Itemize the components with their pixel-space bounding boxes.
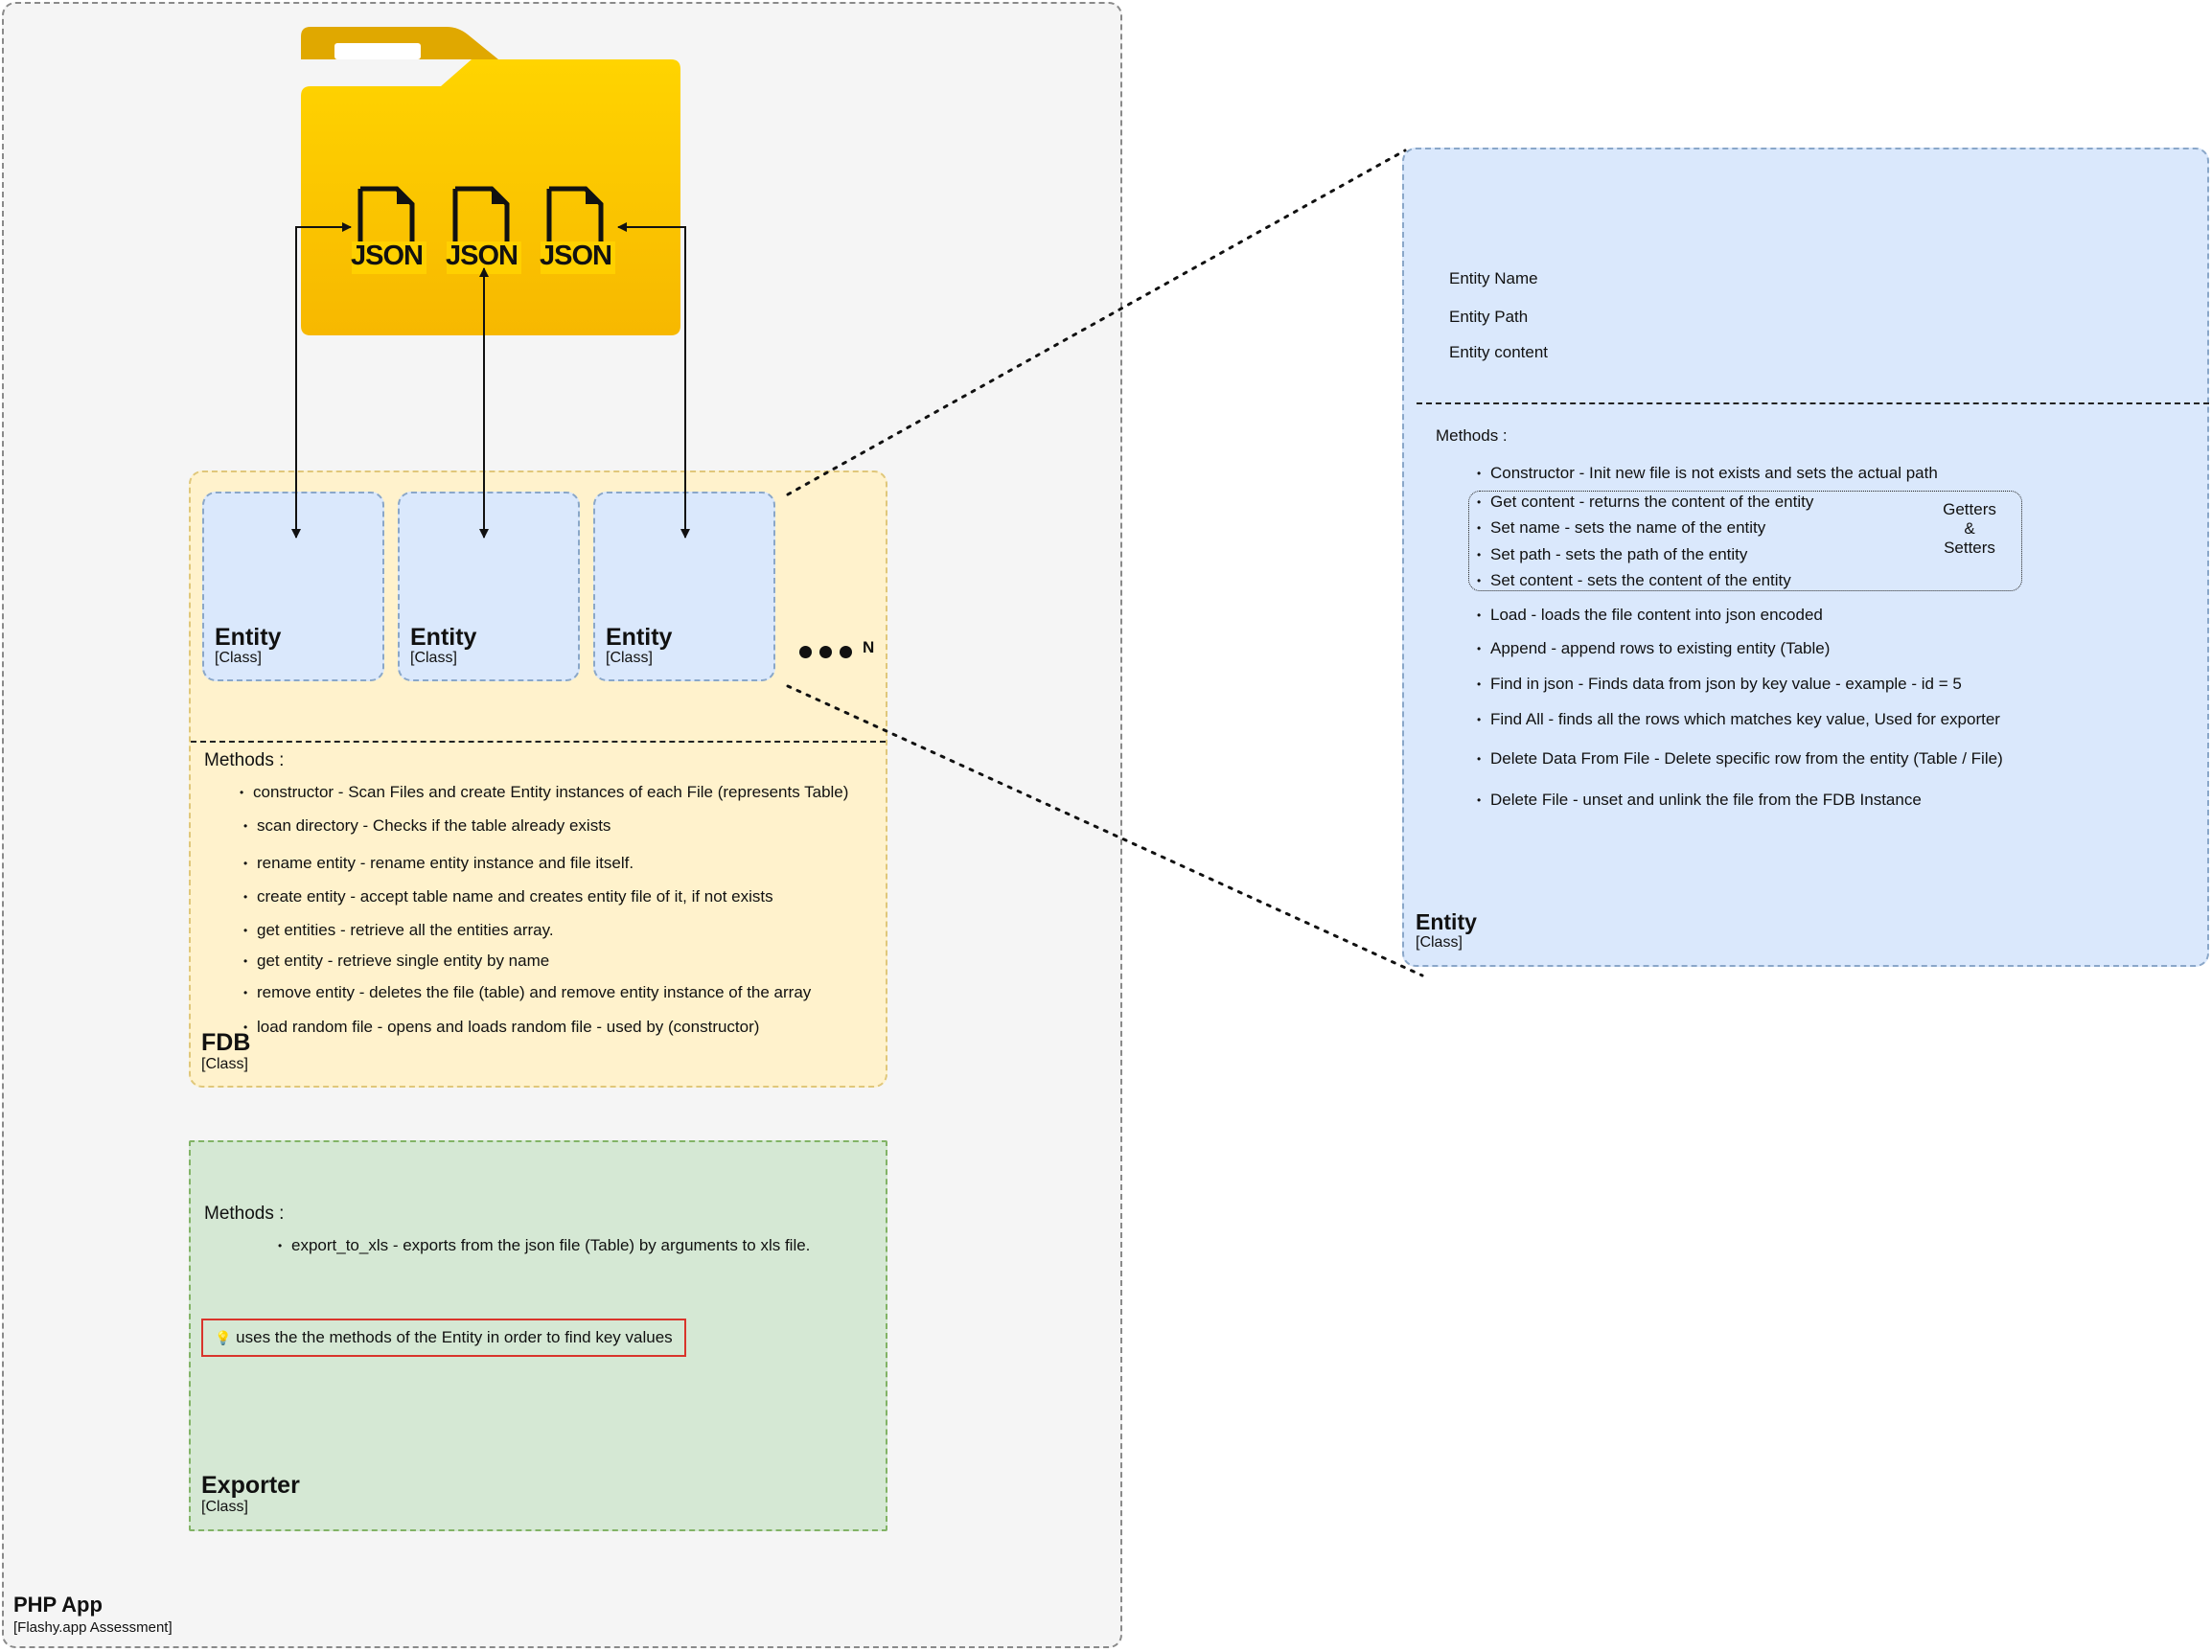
exporter-subtitle: [Class] <box>201 1499 248 1515</box>
entity-method-item: Find All - finds all the rows which matc… <box>1477 709 2000 730</box>
entity-method-item: Find in json - Finds data from json by k… <box>1477 674 1962 695</box>
more-entities-count: N <box>863 638 875 656</box>
fdb-method-item: get entity - retrieve single entity by n… <box>243 951 549 972</box>
entity-detail-title: Entity <box>1416 909 1477 934</box>
entity-property: Entity Name <box>1449 269 1538 287</box>
entity-method-item: Delete File - unset and unlink the file … <box>1477 790 1922 811</box>
entity-method-item: Set name - sets the name of the entity <box>1477 517 1765 539</box>
getters-setters-label: Getters & Setters <box>1943 500 1996 557</box>
json-file-icon <box>442 186 518 277</box>
fdb-method-item: remove entity - deletes the file (table)… <box>243 982 811 1003</box>
entity-class-box <box>202 492 384 681</box>
json-label-bg <box>541 241 615 274</box>
json-file-label: JSON <box>540 241 612 271</box>
fdb-method-item: load random file - opens and loads rando… <box>243 1017 759 1038</box>
entity-method-item: Constructor - Init new file is not exist… <box>1477 463 1938 484</box>
entity-method-item: Delete Data From File - Delete specific … <box>1477 748 2003 769</box>
entity-methods-label: Methods : <box>1436 426 1508 445</box>
fdb-method-item: get entities - retrieve all the entities… <box>243 920 554 941</box>
ellipsis-dot <box>799 646 812 658</box>
entity-subtitle: [Class] <box>410 650 457 666</box>
fdb-method-item: scan directory - Checks if the table alr… <box>243 815 611 837</box>
more-entities-indicator: N <box>799 638 874 663</box>
entity-property: Entity content <box>1449 343 1549 361</box>
entity-detail-divider <box>1417 402 2209 404</box>
entity-method-item: Load - loads the file content into json … <box>1477 605 1823 626</box>
json-file-icon <box>536 186 612 277</box>
fdb-method-item: create entity - accept table name and cr… <box>243 886 773 907</box>
php-app-subtitle: [Flashy.app Assessment] <box>13 1619 173 1636</box>
entity-property: Entity Path <box>1449 308 1529 326</box>
exporter-title: Exporter <box>201 1472 300 1499</box>
fdb-method-item: rename entity - rename entity instance a… <box>243 853 634 874</box>
ellipsis-dot <box>840 646 852 658</box>
entity-detail-subtitle: [Class] <box>1416 934 1463 951</box>
exporter-method-item: export_to_xls - exports from the json fi… <box>278 1235 810 1256</box>
json-file-icon <box>347 186 424 277</box>
fdb-subtitle: [Class] <box>201 1056 248 1072</box>
entity-method-item: Set content - sets the content of the en… <box>1477 570 1791 591</box>
fdb-title: FDB <box>201 1029 251 1056</box>
entity-method-item: Get content - returns the content of the… <box>1477 492 1813 513</box>
entity-title: Entity <box>606 624 673 651</box>
exporter-note-text: uses the the methods of the Entity in or… <box>236 1328 673 1346</box>
php-app-title: PHP App <box>13 1593 103 1617</box>
ellipsis-dot <box>819 646 832 658</box>
entity-title: Entity <box>410 624 477 651</box>
entity-method-item: Append - append rows to existing entity … <box>1477 638 1830 659</box>
exporter-note: 💡 uses the the methods of the Entity in … <box>201 1319 686 1357</box>
entity-method-item: Set path - sets the path of the entity <box>1477 544 1747 565</box>
exporter-methods-label: Methods : <box>204 1204 285 1224</box>
fdb-method-item: constructor - Scan Files and create Enti… <box>240 782 848 803</box>
fdb-methods-label: Methods : <box>204 750 285 770</box>
entity-class-box <box>398 492 580 681</box>
json-label-bg <box>352 241 426 274</box>
json-file-label: JSON <box>351 241 424 271</box>
entity-subtitle: [Class] <box>606 650 653 666</box>
json-file-label: JSON <box>446 241 518 271</box>
entity-subtitle: [Class] <box>215 650 262 666</box>
entity-title: Entity <box>215 624 282 651</box>
lightbulb-icon: 💡 <box>215 1330 232 1345</box>
fdb-divider <box>191 741 886 743</box>
